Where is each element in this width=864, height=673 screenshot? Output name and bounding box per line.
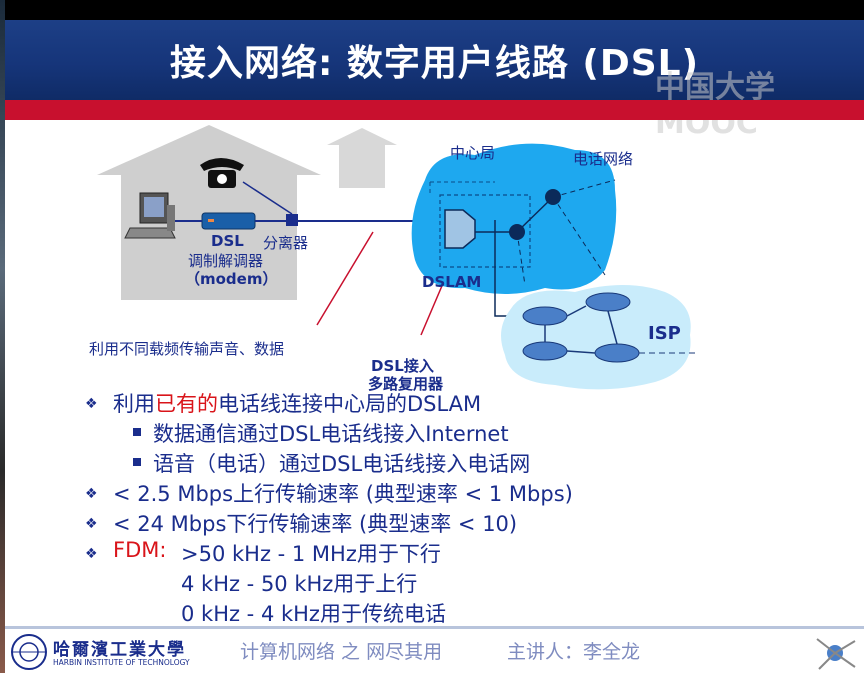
bullet-3: < 24 Mbps下行传输速率 (典型速率 < 10) (113, 512, 518, 536)
bullet-4-line-3: 0 kHz - 4 kHz用于传统电话 (181, 602, 446, 626)
dslam-caption-line1: DSL接入 (371, 357, 434, 375)
slide-title: 接入网络: 数字用户线路 (DSL) (169, 43, 700, 84)
dslam-caption-line2: 多路复用器 (368, 375, 444, 393)
network-logo-icon (816, 638, 856, 670)
bullet-1-suffix: 电话线连接中心局的DSLAM (218, 392, 482, 416)
bullet-1-sub-2: 语音（电话）通过DSL电话线接入电话网 (153, 452, 531, 476)
slide: 接入网络: 数字用户线路 (DSL) 中国大学MOOC (5, 20, 864, 673)
bullet-4-line-1: >50 kHz - 1 MHz用于下行 (181, 542, 441, 566)
splitter-icon (286, 214, 298, 226)
dsl-diagram: 中心局 电话网络 DSLAM ISP 分离器 DSL 调制解调器 （modem）… (5, 120, 864, 400)
bullet-4-label: FDM: (113, 538, 167, 562)
phone-switch-node (545, 189, 561, 205)
telephone-icon (200, 158, 244, 188)
frequency-note: 利用不同载频传输声音、数据 (89, 340, 285, 358)
bullet-marker-icon: ❖ (85, 486, 98, 502)
sub-bullet-marker-icon (133, 458, 141, 466)
school-name-cn: 哈爾濱工業大學 (53, 640, 186, 660)
bullet-1-sub-1: 数据通信通过DSL电话线接入Internet (153, 422, 509, 446)
central-office-cloud (411, 143, 617, 294)
footer: 哈爾濱工業大學 HARBIN INSTITUTE OF TECHNOLOGY 计… (5, 626, 864, 673)
bullet-1-prefix: 利用 (113, 392, 155, 416)
title-bar: 接入网络: 数字用户线路 (DSL) 中国大学MOOC (5, 20, 864, 141)
dslam-label: DSLAM (422, 273, 482, 291)
title-accent-line (5, 100, 864, 120)
phone-switch-node (509, 224, 525, 240)
speaker-name: 主讲人：李全龙 (507, 641, 641, 663)
bullet-marker-icon: ❖ (85, 516, 98, 532)
modem-label-line1: DSL (211, 232, 244, 250)
university-logo-icon (11, 634, 47, 670)
video-left-edge (0, 0, 5, 673)
bullet-1: 利用已有的电话线连接中心局的DSLAM (113, 388, 481, 418)
router-icon (522, 292, 640, 363)
modem-label-line2: 调制解调器 (188, 252, 264, 270)
bullet-marker-icon: ❖ (85, 546, 98, 562)
bullet-4-line-2: 4 kHz - 50 kHz用于上行 (181, 572, 418, 596)
course-title: 计算机网络 之 网尽其用 (240, 641, 443, 663)
diagram-graphics (97, 125, 695, 390)
splitter-label: 分离器 (263, 234, 309, 252)
modem-label-line3: （modem） (185, 270, 278, 288)
dslam-icon (444, 209, 476, 249)
bullet-marker-icon: ❖ (85, 396, 98, 412)
sub-bullet-marker-icon (133, 428, 141, 436)
phone-network-label: 电话网络 (573, 150, 634, 168)
bullet-2: < 2.5 Mbps上行传输速率 (典型速率 < 1 Mbps) (113, 482, 573, 506)
isp-label: ISP (648, 323, 681, 344)
school-name-en: HARBIN INSTITUTE OF TECHNOLOGY (53, 658, 190, 667)
neighbor-house-icon (327, 128, 397, 188)
bullet-1-highlight: 已有的 (155, 392, 218, 416)
central-office-label: 中心局 (450, 144, 496, 162)
computer-icon (124, 192, 176, 239)
